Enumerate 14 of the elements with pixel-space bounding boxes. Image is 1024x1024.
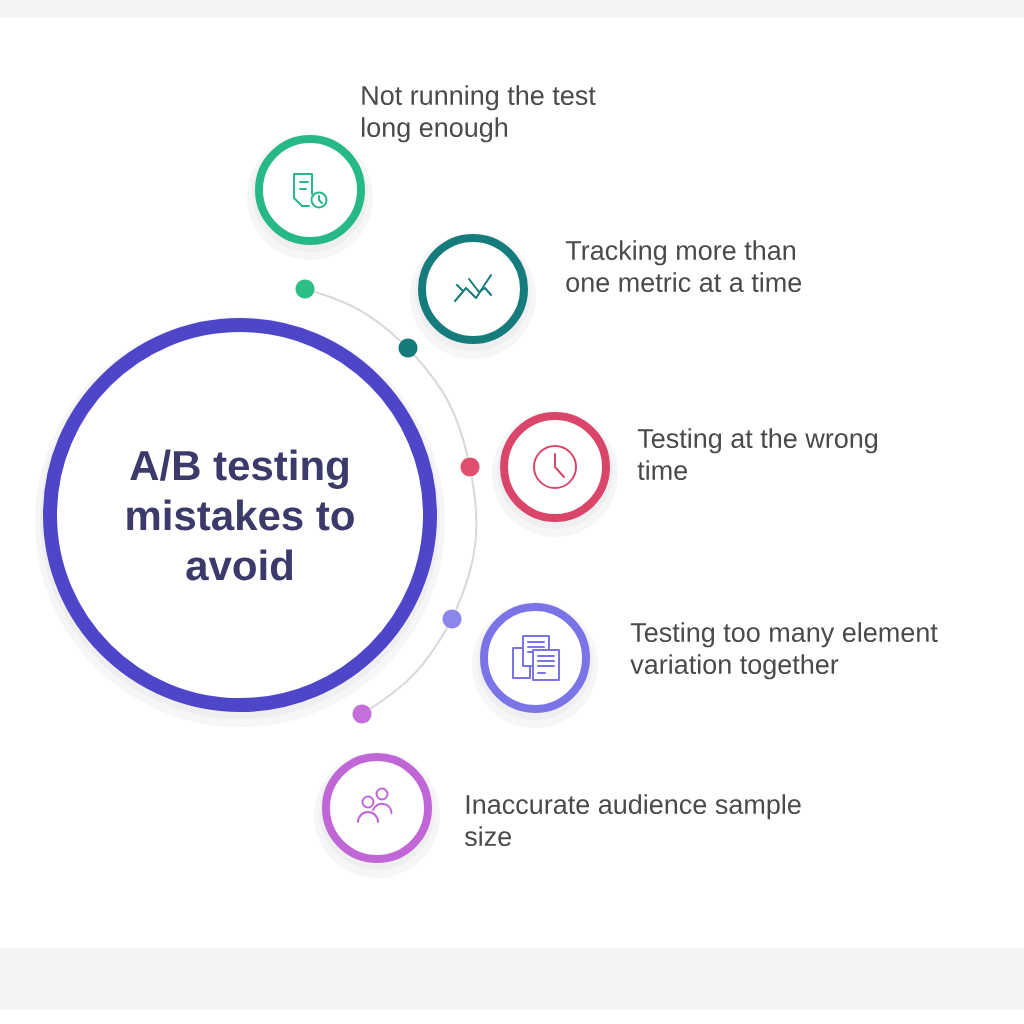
caption-text: Inaccurate audience sample size (464, 794, 801, 847)
caption-text: Testing too many element variation together (630, 622, 938, 680)
caption-text: Testing at the wrong time (637, 428, 878, 481)
timeline-arc (369, 626, 449, 710)
timeline-dot (398, 338, 418, 358)
timeline-dot (295, 279, 315, 299)
timeline-dot (460, 457, 480, 477)
caption-text: Tracking more than one metric at a time (565, 240, 802, 293)
timeline-arc (454, 475, 478, 612)
timeline-dot (442, 609, 462, 629)
timeline-arc (313, 290, 402, 343)
timeline-dot (352, 704, 372, 724)
caption-text: Not running the test long enough (362, 85, 596, 143)
timeline-arc (413, 354, 469, 459)
